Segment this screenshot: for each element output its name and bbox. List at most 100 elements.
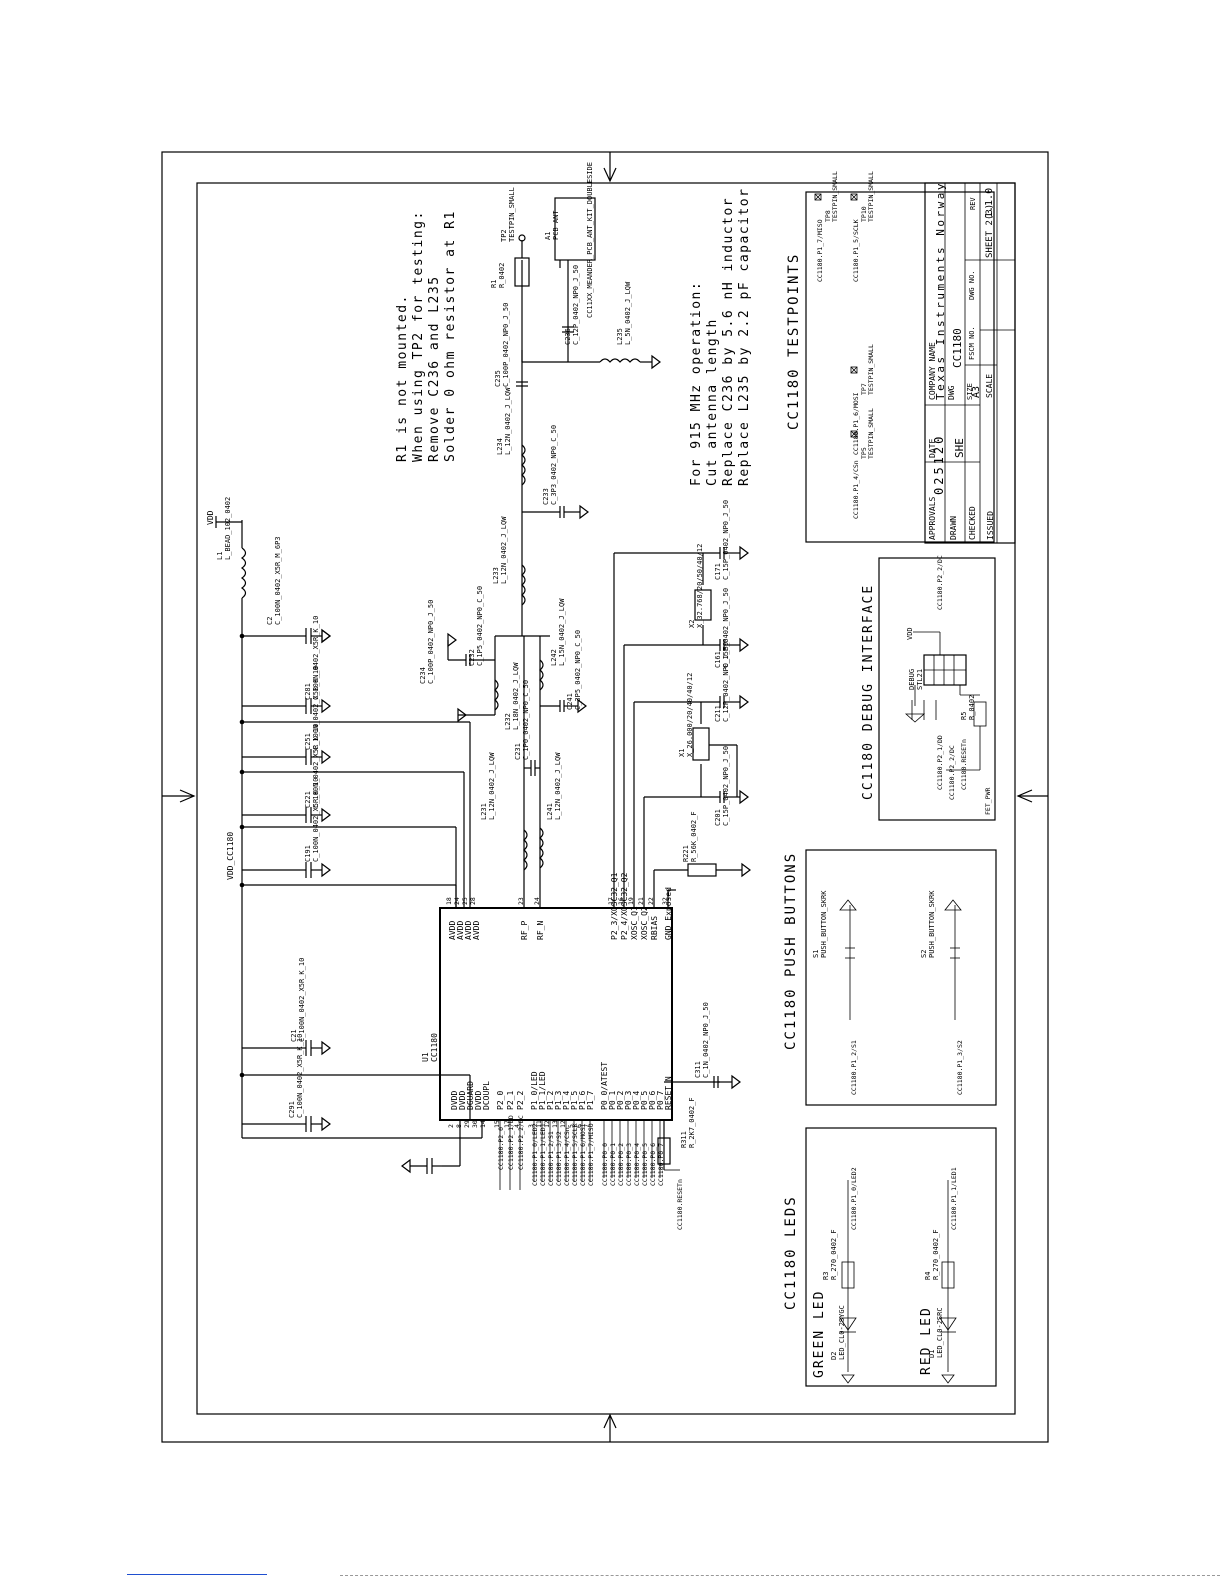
ic-pin-left: AVDD [448, 921, 457, 940]
ic-pin-left: RF_P [520, 921, 529, 940]
component-value: L_BEAD_102_0402 [224, 497, 232, 560]
component-value: C_15P_0402_NP0_J_50 [722, 746, 730, 826]
testpoint-label: CC1180.P1_7/MISO [816, 219, 824, 282]
net-label-p1: CC1180.P1_1/LED1 [539, 1123, 547, 1186]
tb-rev: 1.1.0 [984, 188, 995, 218]
component-value: R_270_0402_F [830, 1229, 838, 1280]
component-value: R_270_0402_F [932, 1229, 940, 1280]
component-ref: L231 [480, 803, 488, 820]
tb-approvals: APPROVALS [928, 496, 937, 540]
ic-pin-right: P1_7 [586, 1091, 595, 1110]
antenna-name: CC11XX_MEANDER_PCB_ANT_KIT_DOUBLESIDE [586, 162, 594, 318]
component-value: PCB ANT [552, 210, 560, 240]
ic-pin-num-left: 23 [517, 897, 525, 905]
leds-content [839, 1180, 957, 1384]
button-net-label: CC1180.P1_2/S1 [850, 1040, 858, 1095]
tb-dwg-label: DWG [947, 385, 956, 400]
buttons-title: CC1180 PUSH BUTTONS [783, 852, 799, 1050]
tb-drawn: DRAWN [949, 516, 958, 540]
net-label-p1: CC1180.P1_5/SCLK [571, 1123, 579, 1186]
component-value: C_3P3_0402_NP0_C_50 [550, 425, 558, 505]
component-value: C_100N_0402_X5R_M_6P3 [274, 536, 282, 625]
component-ref: R311 [680, 1131, 688, 1148]
tb-date: DATE [928, 439, 937, 458]
r1-note: R1 is not mounted. When using TP2 for te… [395, 210, 458, 462]
testpoint-value: TESTPIN_SMALL [867, 171, 875, 222]
tb-dwg-no: DWG NO. [968, 270, 976, 300]
debug-title: CC1180 DEBUG INTERFACE [861, 584, 876, 800]
component-value: L_12N_0402_J_LQW [500, 516, 508, 584]
buttons-box [805, 849, 997, 1106]
net-label-p2: CC1180.P2_1/DD [507, 1115, 515, 1170]
ic-pin-num-left: 28 [469, 897, 477, 905]
net-label-p1: CC1180.P1_0/LED2 [531, 1123, 539, 1186]
debug-box [878, 557, 996, 821]
power-wiring [240, 520, 483, 1167]
component-ref: X2 [688, 620, 696, 628]
component-value: L_12N_0402_J_LQW [554, 752, 562, 820]
component-value: C_100N_0402_X5R_K_10 [312, 616, 320, 700]
component-value: C_100P_0402_NP0_J_50 [427, 600, 435, 684]
component-ref: C231 [514, 743, 522, 760]
ic-pin-num-right: 5 [567, 1124, 575, 1128]
ic-pin-num-right: 29 [463, 1120, 471, 1128]
ic-pin-left: AVDD [472, 921, 481, 940]
component-ref: C235 [494, 370, 502, 387]
component-value: C_3P5_0402_NP0_C_50 [574, 630, 582, 710]
ic-pin-right: P1_0/LED [530, 1071, 539, 1110]
ic-pin-num-right: 12 [543, 1120, 551, 1128]
fet-pwr-label: FET_PWR [984, 788, 992, 815]
component-ref: TP2 [500, 229, 508, 242]
ic-pin-num-right: 13 [551, 1120, 559, 1128]
ic-pin-left: AVDD [464, 921, 473, 940]
ic-pin-num-left: 19 [627, 897, 635, 905]
r1-note-line-2: When using TP2 for testing: [411, 210, 426, 462]
ic-pin-right: P0_4 [632, 1091, 641, 1110]
component-value: R_2K7_0402_F [688, 1097, 696, 1148]
debug-net-label: CC1180.RESETn [960, 739, 968, 790]
tb-number: 025120 [932, 434, 946, 495]
component-ref: L234 [496, 438, 504, 455]
r1-note-line-3: Remove C236 and L235 [427, 275, 442, 462]
component-value: C_15P_0402_NP0_J_50 [722, 500, 730, 580]
component-value: R_0402 [498, 263, 506, 288]
ic-pin-num-right: 17 [503, 1120, 511, 1128]
component-ref: C281 [304, 683, 312, 700]
component-value: C_100N_0402_X5R_K_10 [312, 666, 320, 750]
component-ref: L242 [550, 649, 558, 666]
footer-link-line [127, 1574, 267, 1575]
testpoint-name: TP8 [824, 210, 832, 222]
net-label-p1: CC1180.P1_7/MISO [587, 1123, 595, 1186]
component-value: C_12P_0402_NP0_J_50 [572, 265, 580, 345]
ic-pin-num-left: 24 [453, 897, 461, 905]
ic-pin-right: P2_1 [506, 1091, 515, 1110]
ic-pin-num-left: 17 [607, 897, 615, 905]
ic-pin-left: AVDD [456, 921, 465, 940]
net-label-p0: CC1180.P0_0 [601, 1143, 609, 1186]
ic-pin-right: DVDD [458, 1091, 467, 1110]
ic-pin-num-left: 24 [533, 897, 541, 905]
component-ref: C241 [566, 693, 574, 710]
r1-note-line-1: R1 is not mounted. [395, 294, 410, 462]
component-ref: C191 [304, 845, 312, 862]
testpoint-value: TESTPIN_SMALL [867, 344, 875, 395]
testpoint-label: CC1180.P1_5/SCLK [852, 219, 860, 282]
testpoints-title: CC1180 TESTPOINTS [786, 253, 802, 430]
component-ref: R4 [924, 1272, 932, 1280]
freq-note-line-2: Cut antenna length [705, 318, 720, 486]
ic-pin-num-right: 4 [513, 1124, 521, 1128]
net-label-p0: CC1180.P0_3 [625, 1143, 633, 1186]
vdd-cc1180-net-label: VDD_CC1180 [226, 832, 235, 880]
ic-pin-right: P2_2 [516, 1091, 525, 1110]
ic-pin-num-left: 16 [617, 897, 625, 905]
frame-markers [162, 152, 1048, 1442]
ic-pin-num-left: 18 [445, 897, 453, 905]
crystal-network [613, 547, 742, 1170]
ic-pin-num-left: 25 [461, 897, 469, 905]
component-ref: L241 [546, 803, 554, 820]
component-ref: DEBUG [908, 669, 916, 690]
ic-pin-num-right: 14 [479, 1120, 487, 1128]
